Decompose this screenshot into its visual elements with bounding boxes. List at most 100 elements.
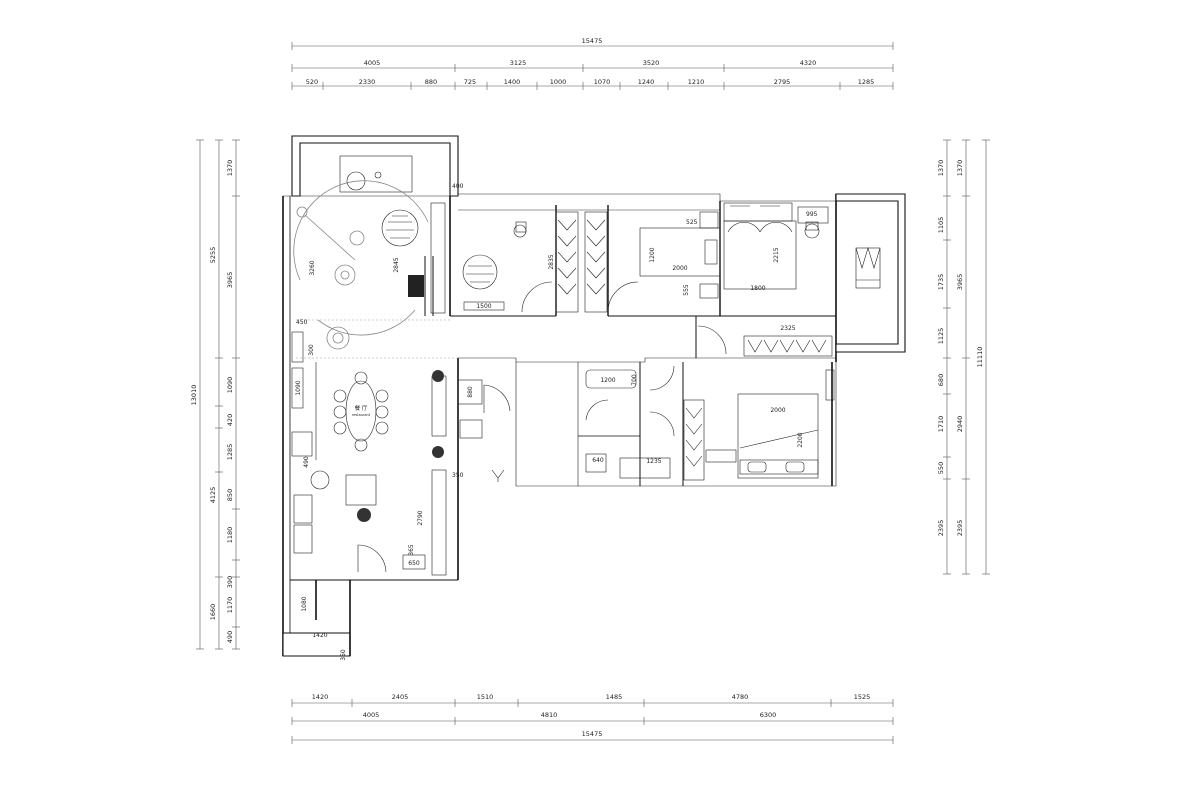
dim-left-inner-6: 850: [226, 489, 234, 501]
bottom-dimensions: 1420 2405 1510 1485 4780 1525 4005 4810 …: [291, 693, 894, 744]
dim-top-inner-9: 1210: [688, 78, 705, 86]
bathroom: 1200 700 640 1235: [585, 365, 675, 479]
balcony-table: [339, 155, 413, 193]
dim-1200b: 1200: [600, 377, 615, 384]
armchair-2-icon: [462, 254, 498, 290]
dim-995: 995: [806, 211, 818, 218]
room-label-dining: 餐 厅: [355, 404, 368, 412]
room-label-dining-en: restaurant: [352, 413, 371, 417]
dim-left-mid-2: 1090: [226, 377, 234, 394]
dim-left-inner-8: 390: [226, 576, 234, 588]
dim-350b: 350: [340, 649, 347, 661]
dim-700: 700: [631, 374, 638, 386]
dim-1090: 1090: [295, 380, 302, 395]
dim-top-inner-11: 1285: [858, 78, 875, 86]
dim-2200: 2200: [797, 432, 804, 447]
dim-top-inner-2: 2330: [359, 78, 376, 86]
dim-right-mid-2: 3965: [956, 274, 964, 291]
dim-left-mid-4: 1285: [226, 444, 234, 461]
dim-490: 490: [303, 456, 310, 468]
dim-right-inner-4: 1125: [937, 328, 945, 345]
bedroom-3: 2000 2200: [683, 369, 835, 481]
right-dimensions: 1370 1105 1735 1125 680 1710 550 2395 13…: [937, 139, 990, 575]
dim-top-inner-3: 880: [425, 78, 437, 86]
entry-symbol-icon: [491, 469, 505, 482]
master-bedroom: 2215 1800 995 2325: [697, 202, 833, 357]
dim-2325: 2325: [780, 325, 795, 332]
dim-left-inner-9: 1170: [226, 597, 234, 614]
dim-left-mid-3: 420: [226, 414, 234, 426]
dim-3260: 3260: [309, 260, 316, 275]
dim-525: 525: [686, 219, 698, 226]
left-dimensions: 13010 5255 1090 420 1285 4125 1660 1370 …: [190, 139, 240, 650]
dim-right-total: 11110: [976, 347, 984, 368]
dim-top-inner-8: 1240: [638, 78, 655, 86]
dim-bottom-inner-6: 1525: [854, 693, 871, 701]
top-dimensions: 15475 4005 3125 3520 4320 520 2330 880 7…: [291, 37, 894, 90]
living-room-furniture: 2845 3260 400 450: [293, 180, 464, 350]
dim-1800: 1800: [750, 285, 765, 292]
dim-1200a: 1200: [649, 247, 656, 262]
dim-bottom-mid-2: 4810: [541, 711, 558, 719]
dim-300: 300: [308, 344, 315, 356]
dim-bottom-mid-3: 6300: [760, 711, 777, 719]
dim-top-mid-1: 4005: [364, 59, 381, 67]
dining-area: 300 1090 餐 厅 restaurant 880: [291, 331, 511, 460]
study-room: 1500 2835: [462, 211, 639, 313]
dim-top-mid-4: 4320: [800, 59, 817, 67]
dim-2835: 2835: [548, 254, 555, 269]
dim-right-inner-2: 1105: [937, 217, 945, 234]
dim-555: 555: [683, 284, 690, 296]
dim-left-total: 13010: [190, 385, 198, 406]
dim-650: 650: [408, 560, 420, 567]
dim-right-inner-3: 1735: [937, 274, 945, 291]
dim-top-inner-1: 520: [306, 78, 318, 86]
dim-1500: 1500: [476, 303, 491, 310]
dim-top-total: 15475: [582, 37, 603, 45]
dim-400: 400: [452, 183, 464, 190]
dim-bottom-inner-3: 1510: [477, 693, 494, 701]
dim-right-inner-6: 1710: [937, 416, 945, 433]
dim-right-inner-5: 680: [937, 374, 945, 386]
dim-350a: 350: [452, 472, 464, 479]
kitchen: 490 2790 365 650 350 1080 1420 350: [291, 431, 464, 661]
dim-365: 365: [408, 544, 415, 556]
dim-880: 880: [467, 386, 474, 398]
bedroom-2: 1200 2000 525 555: [639, 211, 721, 299]
dim-right-mid-5: 2395: [956, 520, 964, 537]
balcony-right: [855, 246, 881, 289]
dim-right-mid-1: 1370: [956, 160, 964, 177]
dim-top-mid-2: 3125: [510, 59, 527, 67]
dim-2790: 2790: [417, 510, 424, 525]
dim-450: 450: [296, 319, 308, 326]
dim-bottom-inner-4: 1485: [606, 693, 623, 701]
wardrobe-icon: [555, 211, 608, 313]
dim-bottom-inner-2: 2405: [392, 693, 409, 701]
dim-top-inner-10: 2795: [774, 78, 791, 86]
dim-right-inner-7: 550: [937, 462, 945, 474]
dim-top-inner-4: 725: [464, 78, 476, 86]
dim-right-mid-4: 2940: [956, 416, 964, 433]
dim-top-mid-3: 3520: [643, 59, 660, 67]
dim-right-inner-1: 1370: [937, 160, 945, 177]
dim-1080: 1080: [301, 596, 308, 611]
dim-bottom-mid-1: 4005: [363, 711, 380, 719]
dim-1420: 1420: [312, 632, 327, 639]
dim-2215: 2215: [773, 247, 780, 262]
dim-top-inner-7: 1070: [594, 78, 611, 86]
dining-table-icon: [333, 371, 389, 452]
dim-bottom-total: 15475: [582, 730, 603, 738]
dim-bottom-inner-5: 4780: [732, 693, 749, 701]
dim-640: 640: [592, 457, 604, 464]
walls: [282, 135, 906, 657]
dim-top-inner-6: 1000: [550, 78, 567, 86]
dim-2845: 2845: [393, 257, 400, 272]
dim-top-inner-5: 1400: [504, 78, 521, 86]
dim-left-inner-10: 490: [226, 631, 234, 643]
dim-1235: 1235: [646, 458, 661, 465]
dim-2000a: 2000: [672, 265, 687, 272]
dim-bottom-inner-1: 1420: [312, 693, 329, 701]
dim-left-mid-5: 4125: [209, 487, 217, 504]
dim-left-inner-7: 1180: [226, 527, 234, 544]
dim-left-inner-1: 1370: [226, 160, 234, 177]
